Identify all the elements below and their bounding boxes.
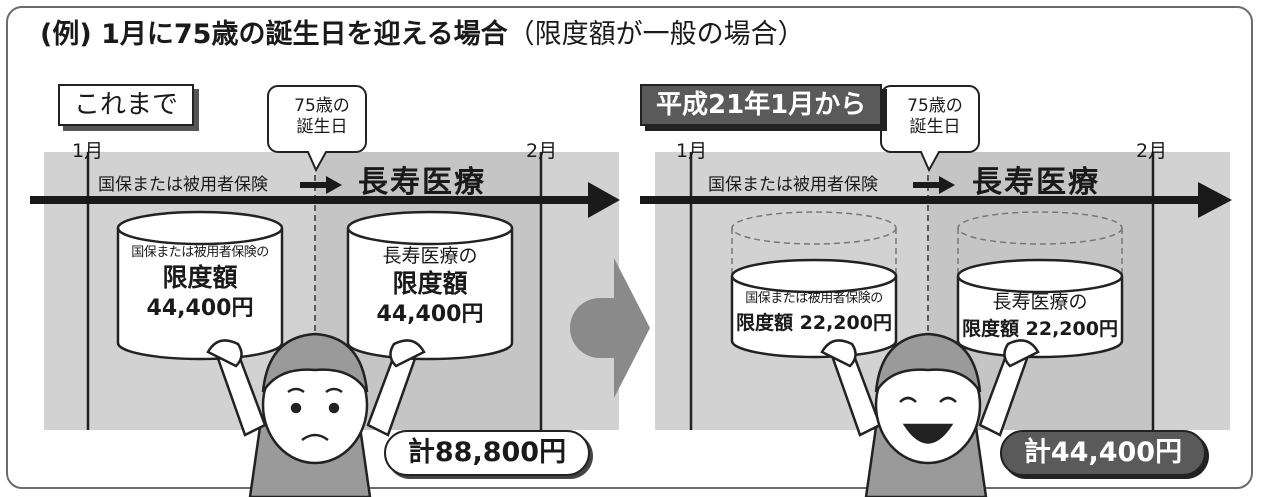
after-bubble-text: 75歳の 誕生日 [889, 96, 981, 138]
transition-arrow-icon [570, 258, 650, 398]
before-bubble-text: 75歳の 誕生日 [276, 96, 368, 138]
can-line: 限度額 [162, 263, 238, 292]
cylinder-icon [730, 258, 898, 359]
after-month-start: 1月 [676, 140, 708, 162]
small-arrow-icon [300, 176, 342, 194]
before-insurance-label: 国保または被用者保険 [98, 175, 268, 195]
can-line: 長寿医療の [382, 245, 478, 267]
before-total: 計88,800円 [384, 430, 590, 476]
after-right-can-text: 長寿医療の 限度額 22,200円 [952, 290, 1128, 344]
after-total: 計44,400円 [1000, 430, 1206, 476]
cylinder-icon [956, 258, 1124, 359]
can-line: 国保または被用者保険の [745, 291, 883, 306]
after-month-end: 2月 [1136, 140, 1168, 162]
can-line: 限度額 22,200円 [736, 312, 892, 334]
bubble-line: 誕生日 [909, 117, 961, 137]
can-line: 国保または被用者保険の [131, 245, 269, 260]
can-line: 44,400円 [146, 296, 254, 321]
cylinder-icon [731, 211, 897, 276]
heading: (例) 1月に75歳の誕生日を迎える場合（限度額が一般の場合） [40, 18, 805, 52]
person-worried-icon [202, 318, 431, 497]
can-line: 44,400円 [376, 302, 484, 327]
speech-bubble-icon [267, 85, 367, 173]
before-left-can-text: 国保または被用者保険の 限度額 44,400円 [118, 244, 282, 324]
heading-bold: (例) 1月に75歳の誕生日を迎える場合 [40, 19, 508, 50]
heading-normal: （限度額が一般の場合） [507, 19, 805, 50]
can-line: 長寿医療の [992, 291, 1088, 313]
after-left-can-text: 国保または被用者保険の 限度額 22,200円 [726, 290, 902, 338]
before-choju-label: 長寿医療 [358, 165, 486, 200]
after-tag: 平成21年1月から [640, 84, 883, 126]
after-insurance-label: 国保または被用者保険 [708, 175, 878, 195]
bubble-line: 誕生日 [296, 117, 348, 137]
cylinder-icon [116, 210, 284, 361]
can-line: 限度額 [392, 269, 468, 298]
bubble-line: 75歳の [907, 96, 963, 116]
small-arrow-icon [913, 176, 955, 194]
cylinder-icon [957, 211, 1123, 276]
bubble-line: 75歳の [294, 96, 350, 116]
before-tag: これまで [58, 84, 195, 126]
can-line: 限度額 22,200円 [962, 318, 1118, 340]
after-choju-label: 長寿医療 [972, 165, 1100, 200]
timeline-arrow-icon [30, 182, 620, 218]
timeline-arrow-icon [640, 182, 1232, 218]
before-month-start: 1月 [72, 140, 104, 162]
hands [206, 339, 1040, 368]
cylinder-icon [346, 210, 514, 361]
before-month-end: 2月 [526, 140, 558, 162]
before-right-can-text: 長寿医療の 限度額 44,400円 [348, 244, 512, 330]
